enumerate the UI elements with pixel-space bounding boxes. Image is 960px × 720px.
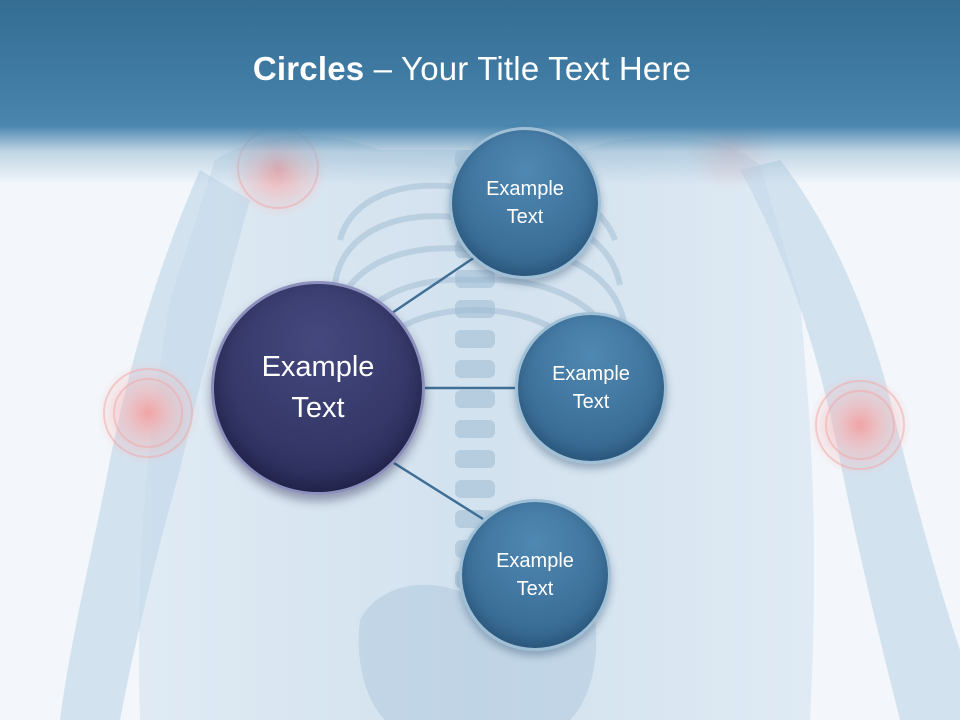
connector-bottom — [393, 461, 484, 521]
satellite-circle-label: Example Text — [552, 363, 630, 413]
connector-top — [391, 255, 476, 315]
satellite-circle-label: Example Text — [486, 178, 564, 228]
satellite-circle-top[interactable]: Example Text — [449, 127, 601, 279]
satellite-circle-middle[interactable]: Example Text — [515, 312, 667, 464]
title-bold: Circles — [252, 50, 365, 87]
satellite-circle-label: Example Text — [496, 550, 574, 600]
satellite-circle-bottom[interactable]: Example Text — [459, 499, 611, 651]
center-circle-label: Example Text — [261, 351, 375, 424]
center-circle[interactable]: Example Text — [211, 281, 425, 495]
title-rest: – Your Title Text Here — [364, 50, 692, 87]
slide-title: Circles – Your Title Text Here — [0, 50, 944, 88]
